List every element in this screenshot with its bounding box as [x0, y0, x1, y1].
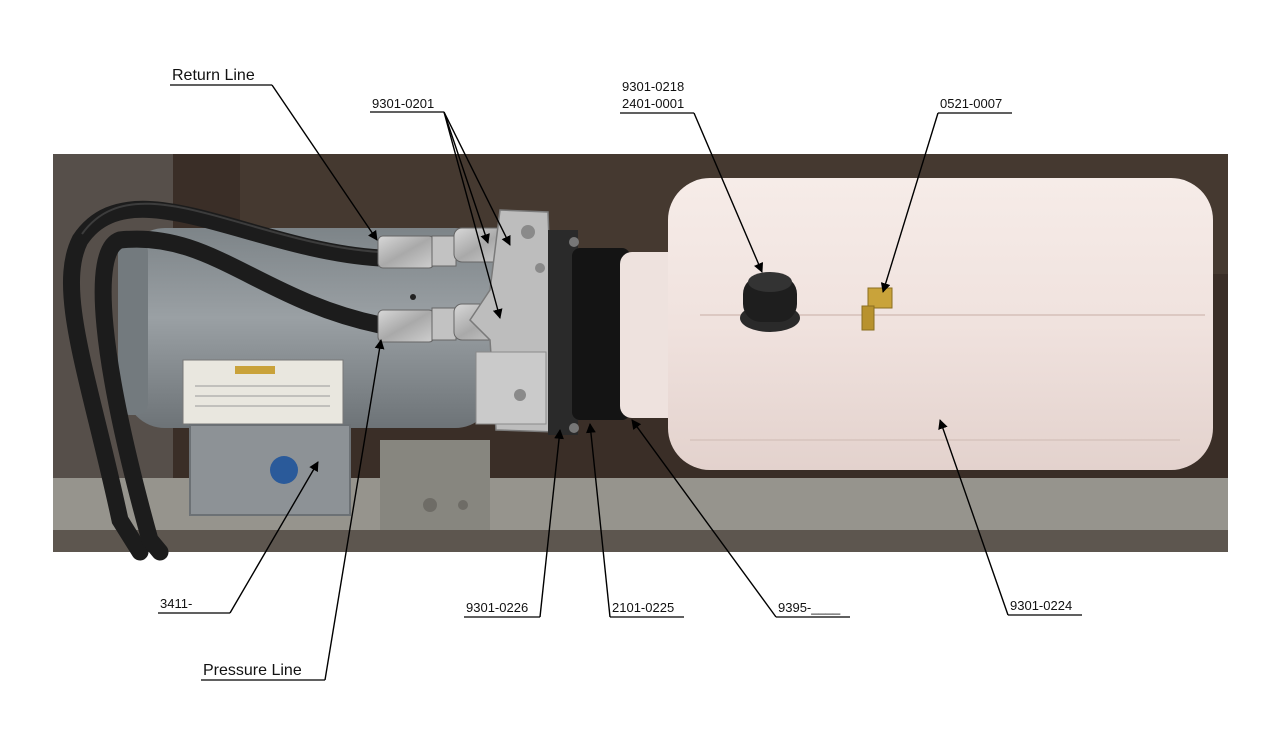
callouts: Return Line 9301-0201 9301-0218 2401-000…	[158, 67, 1082, 681]
leader-motor-box	[229, 461, 319, 614]
knockout-plug	[270, 456, 298, 484]
hose-outer	[63, 200, 389, 561]
callout-drain-fitting: 0521-0007	[940, 96, 1002, 111]
motor-dot	[410, 294, 416, 300]
manifold-bolt	[514, 389, 526, 401]
hose-highlight	[81, 202, 381, 253]
ferrule	[377, 235, 435, 269]
adapter-flange	[548, 230, 630, 435]
motor-junction-box	[189, 424, 351, 516]
photo	[53, 154, 1228, 561]
flange-ring	[572, 248, 630, 420]
flange-bolt	[569, 423, 579, 433]
callout-bracket: 9395-____	[778, 600, 841, 615]
leader-fittings-b	[443, 111, 503, 319]
nut	[431, 235, 457, 267]
manifold-bolt	[521, 225, 535, 239]
nut	[431, 307, 457, 341]
mount-bolt	[458, 500, 468, 510]
leader-breather-cap	[693, 112, 764, 273]
leader-return-line	[271, 84, 378, 241]
leader-adapter-b	[586, 423, 611, 618]
callout-adapter-b: 2101-0225	[612, 600, 674, 615]
brass-barb	[861, 305, 875, 331]
leader-pressure-line	[324, 339, 385, 681]
flange-bolt	[569, 237, 579, 247]
mounting-plate	[380, 440, 490, 530]
leader-drain-fitting	[880, 112, 939, 293]
manifold-face	[475, 351, 547, 425]
hoses	[63, 200, 389, 561]
motor-endcap	[118, 240, 148, 415]
manifold-bolt	[535, 263, 545, 273]
cap-top	[748, 272, 792, 292]
callout-return-line: Return Line	[172, 67, 255, 84]
callout-pressure-line: Pressure Line	[203, 662, 302, 679]
leader-reservoir	[938, 419, 1009, 616]
brass-hex	[867, 287, 893, 309]
callout-fittings: 9301-0201	[372, 96, 434, 111]
electric-motor	[118, 228, 495, 428]
brass-fitting	[861, 287, 893, 331]
tank-body	[668, 178, 1213, 470]
callout-breather-cap-2: 2401-0001	[622, 96, 684, 111]
callout-motor-box: 3411-	[160, 596, 192, 611]
pump-manifold	[469, 209, 557, 433]
reservoir-tank	[620, 178, 1213, 470]
hose-inner	[94, 230, 389, 561]
frame-rail-shadow	[53, 530, 1228, 552]
callout-breather-cap-1: 9301-0218	[622, 79, 684, 94]
mount-bolt	[423, 498, 437, 512]
leader-bracket	[631, 419, 777, 618]
leader-fittings-a	[443, 111, 511, 246]
nameplate-brand-strip	[235, 366, 275, 374]
breather-cap	[740, 272, 800, 332]
ferrule	[377, 309, 435, 343]
tank-neck	[620, 252, 682, 418]
callout-adapter-a: 9301-0226	[466, 600, 528, 615]
leader-fittings-c	[443, 111, 490, 244]
callout-reservoir: 9301-0224	[1010, 598, 1072, 613]
leader-adapter-a	[539, 429, 564, 618]
